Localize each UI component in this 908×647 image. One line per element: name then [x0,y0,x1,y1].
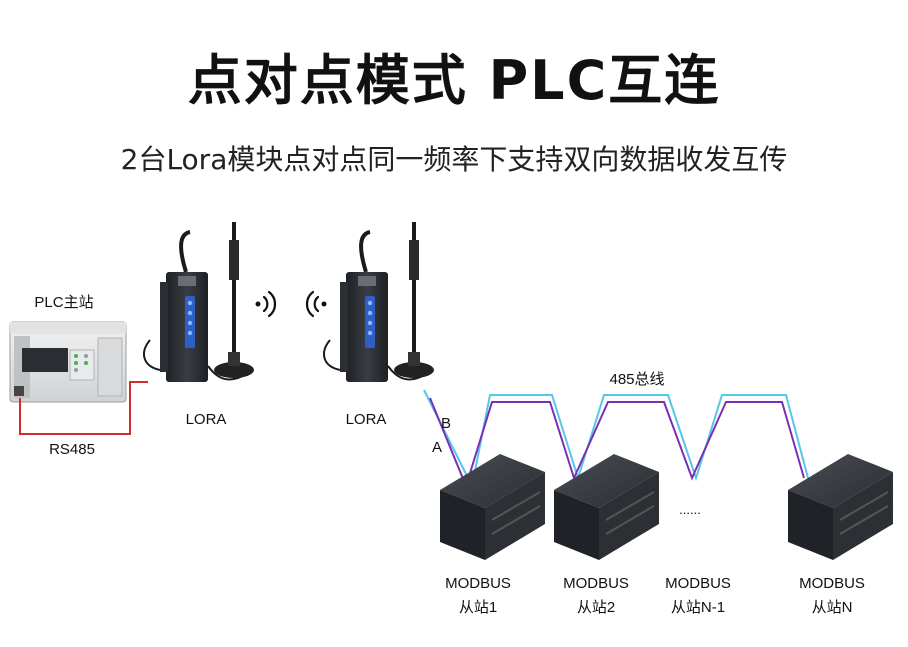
page-subtitle: 2台Lora模块点对点同一频率下支持双向数据收发互传 [120,143,788,176]
slave-n-1-line2: 从站N-1 [671,599,725,616]
wireless-signal-icon-left [305,290,327,318]
slave-2-line1: MODBUS [563,575,629,592]
slave-n-line1: MODBUS [799,575,865,592]
page-title: 点对点模式 PLC互连 [187,49,721,112]
slave-1-line1: MODBUS [445,575,511,592]
modbus-slave-device-n [788,454,893,560]
lora-right-label: LORA [346,411,387,428]
rs485-wire [19,381,148,435]
slave-n-line2: 从站N [812,599,853,616]
line-b-label: B [441,415,451,432]
plc-master-label: PLC主站 [34,294,93,311]
plc-master-device [9,321,127,403]
modbus-slave-device-1 [440,454,545,560]
modbus-slave-device-2 [554,454,659,560]
line-a-label: A [432,439,442,456]
lora-module-right [323,222,434,382]
bus-line-a [429,397,805,489]
bus-label: 485总线 [609,371,664,388]
slave-n-1-line1: MODBUS [665,575,731,592]
slave-1-line2: 从站1 [459,599,497,616]
rs485-label: RS485 [49,441,95,458]
slave-2-line2: 从站2 [577,599,615,616]
lora-left-label: LORA [186,411,227,428]
slave-ellipsis: ...... [679,502,701,517]
lora-module-left [143,222,254,382]
wireless-signal-icon-right [255,290,277,318]
